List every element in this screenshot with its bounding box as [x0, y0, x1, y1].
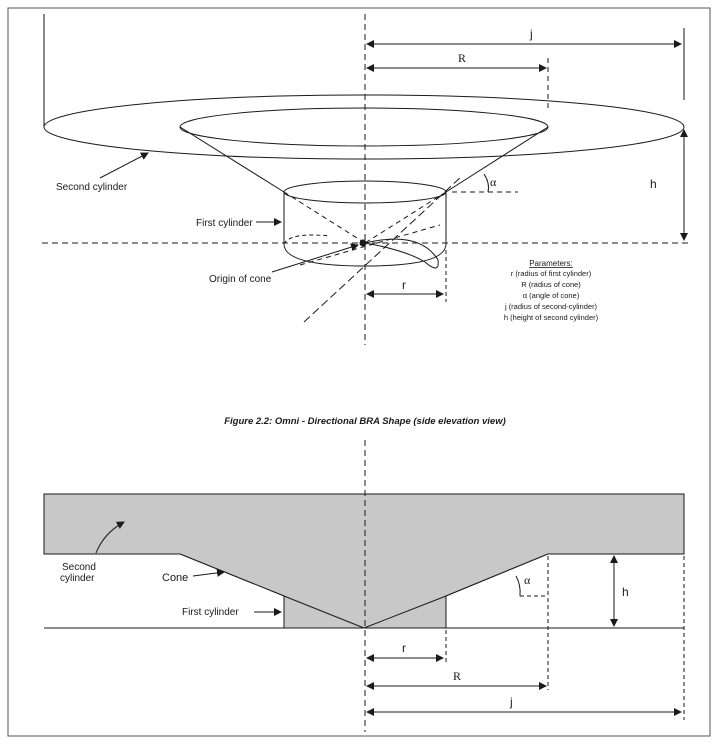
label-first-cylinder-bottom: First cylinder: [182, 607, 239, 618]
parameter-item: h (height of second cylinder): [504, 313, 599, 322]
cone-dashed-line-1: [283, 191, 366, 244]
first-cylinder-bottom-back: [283, 234, 331, 245]
bra-outline: [44, 553, 684, 597]
label-cone-bottom: Cone: [162, 572, 188, 584]
parameter-item: j (radius of second-cylinder): [504, 302, 598, 311]
page-border: [7, 7, 711, 737]
label-alpha-bottom: α: [524, 573, 531, 587]
label-r-bottom: r: [402, 641, 406, 655]
label-second-cylinder: Second cylinder: [56, 182, 128, 193]
cone-cavity-right: [446, 554, 684, 628]
cone-right-side: [445, 126, 549, 193]
label-j-top: j: [529, 27, 533, 41]
label-first-cylinder: First cylinder: [196, 218, 253, 229]
alpha-arc: [483, 173, 489, 193]
label-h-top: h: [650, 177, 657, 191]
origin-dot: [359, 239, 367, 247]
cone-top-ellipse: [179, 107, 549, 147]
cone-leader-bottom: [192, 568, 225, 577]
origin-leader: [271, 243, 359, 273]
figure-caption: Figure 2.2: Omni - Directional BRA Shape…: [224, 416, 506, 427]
parameters-legend: Parameters: r (radius of first cylinder)…: [504, 259, 599, 322]
parameter-item: α (angle of cone): [523, 291, 580, 300]
cone-dashed-line-2: [364, 191, 447, 244]
label-r-top: r: [402, 278, 406, 292]
second-cylinder-leader-bottom: [95, 521, 125, 554]
bottom-view: [43, 440, 685, 732]
cone-left-side: [179, 126, 285, 193]
parameter-item: r (radius of first cylinder): [511, 269, 592, 278]
label-R-bottom: R: [453, 669, 461, 683]
cone-loop: [364, 238, 439, 269]
top-view: [42, 14, 690, 345]
bottom-view-labels: Second cylinder Cone First cylinder α h …: [60, 562, 629, 709]
label-second-bottom: Second: [62, 562, 96, 573]
cone-slant-line-2: [299, 224, 441, 266]
second-cylinder-leader: [99, 152, 149, 179]
first-cylinder-bottom: [283, 243, 447, 267]
label-R-top: R: [458, 51, 466, 65]
label-j-bottom: j: [509, 695, 513, 709]
label-alpha-top: α: [490, 175, 497, 189]
cone-slant-line: [303, 175, 463, 323]
alpha-arc-bottom: [515, 575, 521, 597]
top-view-labels: j R α h r Second cylinder First cylinder…: [56, 27, 657, 292]
label-origin-of-cone: Origin of cone: [209, 274, 272, 285]
cone-line-right: [363, 595, 447, 629]
label-cylinder-bottom: cylinder: [60, 573, 95, 584]
parameters-title: Parameters:: [529, 259, 573, 268]
label-h-bottom: h: [622, 585, 629, 599]
cone-line-left: [283, 595, 365, 629]
second-cylinder-ellipse: [43, 94, 685, 160]
parameter-item: R (radius of cone): [521, 280, 581, 289]
